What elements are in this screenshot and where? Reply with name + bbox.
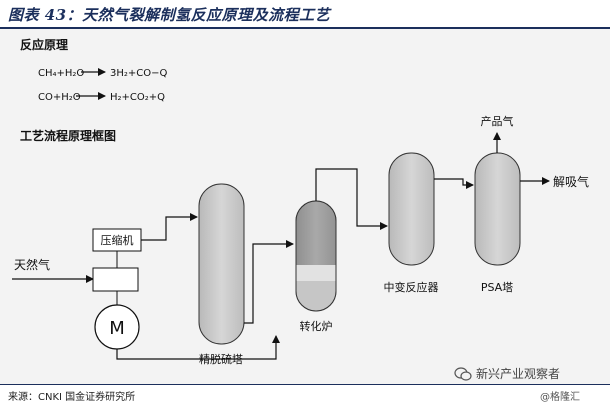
figure-panel: 反应原理 CH₄+H₂O 3H₂+CO−Q CO+H₂O H₂+CO₂+Q 工艺… bbox=[0, 29, 610, 384]
equation-2-reactants: CO+H₂O bbox=[38, 92, 81, 103]
watermark-handle: @格隆汇 bbox=[540, 392, 580, 403]
title-rule bbox=[0, 27, 610, 29]
flow-reformer-to-shift bbox=[315, 168, 388, 230]
flow-section-title: 工艺流程原理框图 bbox=[20, 128, 116, 143]
shift-reactor bbox=[388, 152, 435, 266]
desorption-gas-label: 解吸气 bbox=[553, 174, 589, 189]
motor-symbol: M bbox=[109, 318, 125, 339]
equation-1-reactants: CH₄+H₂O bbox=[38, 68, 84, 79]
reformer-upper-section bbox=[296, 201, 336, 265]
wechat-icon bbox=[454, 366, 472, 381]
psa-tower bbox=[474, 152, 521, 266]
watermark-name: 新兴产业观察者 bbox=[476, 367, 561, 381]
equation-2-products: H₂+CO₂+Q bbox=[110, 92, 165, 103]
reformer-label: 转化炉 bbox=[300, 319, 333, 333]
footer-rule bbox=[0, 384, 610, 385]
source-note: 来源：CNKI 国金证券研究所 bbox=[8, 392, 136, 403]
watermark: 新兴产业观察者 bbox=[454, 365, 560, 382]
figure-title: 图表 43：天然气裂解制氢反应原理及流程工艺 bbox=[8, 6, 331, 24]
reaction-section-title: 反应原理 bbox=[20, 37, 68, 52]
product-gas-label: 产品气 bbox=[481, 114, 514, 128]
compressor-body bbox=[92, 267, 139, 292]
natural-gas-label: 天然气 bbox=[14, 257, 50, 272]
shift-reactor-label: 中变反应器 bbox=[384, 280, 439, 294]
process-diagram: 反应原理 CH₄+H₂O 3H₂+CO−Q CO+H₂O H₂+CO₂+Q 工艺… bbox=[12, 37, 589, 366]
equation-1-products: 3H₂+CO−Q bbox=[110, 68, 168, 79]
flow-shift-to-psa bbox=[434, 178, 474, 189]
header: 图表 43：天然气裂解制氢反应原理及流程工艺 bbox=[0, 0, 610, 29]
flow-return-to-reformer bbox=[116, 335, 280, 360]
psa-tower-label: PSA塔 bbox=[481, 281, 513, 294]
compressor-label: 压缩机 bbox=[101, 233, 134, 247]
flow-compressor-to-desulfurizer bbox=[141, 213, 198, 241]
flow-desulfurizer-to-reformer bbox=[244, 240, 294, 324]
desulfurization-tower bbox=[198, 183, 245, 345]
reformer-lower-section bbox=[296, 281, 336, 311]
